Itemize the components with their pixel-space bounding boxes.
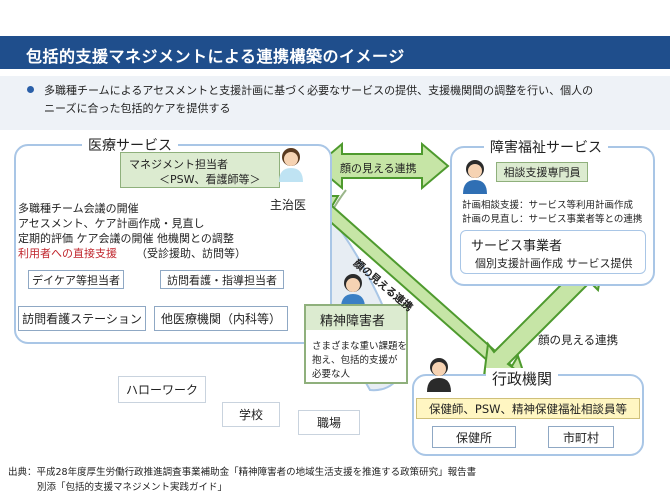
arrow-right-label: 顔の見える連携 (538, 333, 619, 347)
direct-support-note: （受診援助、訪問等） (136, 247, 246, 260)
page-title: 包括的支援マネジメントによる連携構築のイメージ (26, 47, 405, 66)
patient-box: 精神障害者 さまざまな重い課題を 抱え、包括的支援が 必要な人 (304, 304, 408, 384)
medical-line-3: 定期的評価 ケア会議の開催 他機関との調整 (18, 232, 234, 245)
medical-line-1: 多職種チーム会議の開催 (18, 202, 139, 215)
hello-work-box: ハローワーク (118, 376, 206, 403)
person-icon (427, 358, 451, 392)
person-icon (463, 160, 487, 194)
home-nursing-station-box: 訪問看護ステーション (18, 306, 146, 331)
daycare-box: デイケア等担当者 (28, 270, 124, 289)
medical-line-4: 利用者への直接支援 (18, 247, 117, 260)
medical-title: 医療サービス (82, 135, 178, 155)
school-box: 学校 (222, 402, 280, 427)
source-line-1: 出典：平成28年度厚生労働行政推進調査事業補助金「精神障害者の地域生活支援を推進… (8, 467, 477, 478)
provider-title: サービス事業者 (471, 239, 563, 254)
government-title: 行政機関 (486, 368, 559, 389)
workplace-box: 職場 (298, 410, 360, 435)
provider-note: 個別支援計画作成 サービス提供 (475, 257, 633, 270)
arrow-top (314, 141, 450, 191)
government-staff-box: 保健師、PSW、精神保健福祉相談員等 (416, 398, 640, 419)
service-provider-box: サービス事業者 個別支援計画作成 サービス提供 (460, 230, 646, 274)
intro-line-1: 多職種チームによるアセスメントと支援計画に基づく必要なサービスの提供、支援機関間… (44, 84, 594, 97)
health-center-box: 保健所 (432, 426, 516, 448)
manager-line-2: ＜PSW、看護師等＞ (159, 173, 261, 186)
municipality-box: 市町村 (548, 426, 614, 448)
welfare-title: 障害福祉サービス (484, 137, 608, 157)
attending-doctor: 主治医 (270, 198, 307, 212)
manager-box: マネジメント担当者 ＜PSW、看護師等＞ (120, 152, 280, 188)
title-bar: 包括的支援マネジメントによる連携構築のイメージ (0, 36, 670, 69)
intro-section: 多職種チームによるアセスメントと支援計画に基づく必要なサービスの提供、支援機関間… (0, 76, 670, 130)
manager-line-1: マネジメント担当者 (129, 158, 228, 171)
patient-title: 精神障害者 (320, 314, 386, 329)
intro-line-2: ニーズに合った包括的ケアを提供する (44, 102, 231, 115)
patient-note-1: さまざまな重い課題を (312, 341, 408, 352)
source-line-2: 別添「包括的支援マネジメント実践ガイド」 (37, 482, 228, 493)
patient-note-2: 抱え、包括的支援が (312, 355, 398, 366)
patient-note-3: 必要な人 (312, 369, 351, 380)
medical-line-2: アセスメント、ケア計画作成・見直し (18, 217, 205, 230)
arrow-top-label: 顔の見える連携 (340, 162, 417, 175)
welfare-note-1: 計画相談支援：サービス等利用計画作成 (462, 200, 634, 211)
person-icon (279, 148, 303, 182)
other-medical-box: 他医療機関（内科等） (154, 306, 288, 331)
welfare-note-2: 計画の見直し：サービス事業者等との連携 (462, 214, 643, 225)
specialist-label: 相談支援専門員 (503, 166, 581, 179)
header-band (0, 0, 670, 30)
specialist-box: 相談支援専門員 (496, 162, 588, 182)
home-nursing-staff-box: 訪問看護・指導担当者 (160, 270, 284, 289)
bullet-icon (27, 86, 34, 93)
